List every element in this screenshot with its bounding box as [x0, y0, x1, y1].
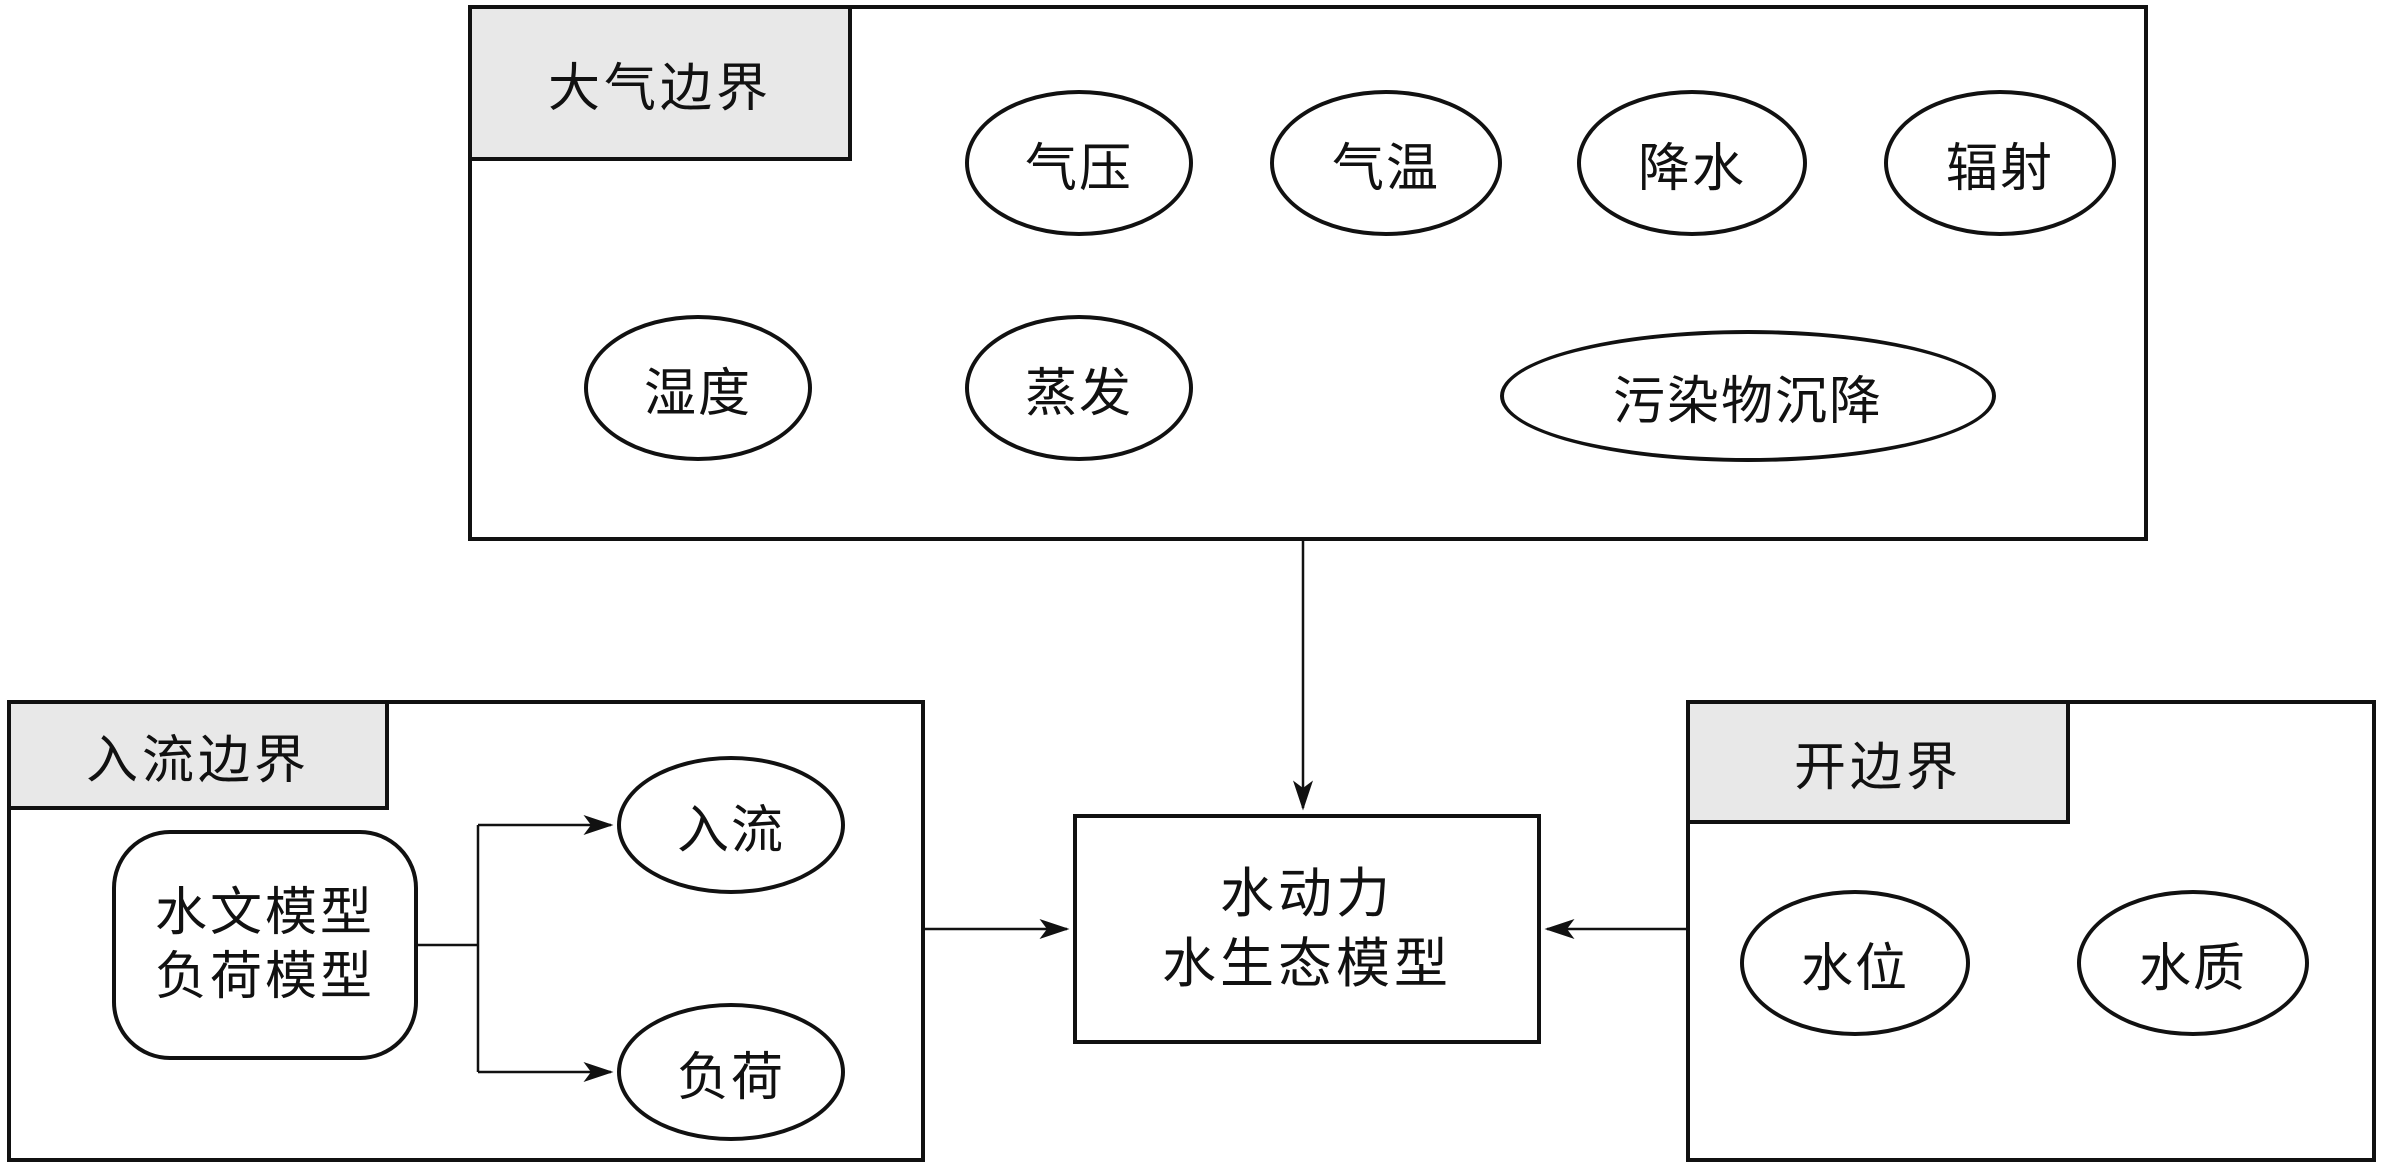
load-model-label: 负荷模型 [154, 947, 375, 1007]
model-line-2: 水生态模型 [1162, 932, 1452, 995]
node-precipitation: 降水 [1577, 90, 1807, 236]
node-water-quality: 水质 [2077, 890, 2309, 1036]
node-air-temperature: 气温 [1270, 90, 1502, 236]
node-water-level: 水位 [1740, 890, 1970, 1036]
node-inflow: 入流 [617, 756, 845, 894]
hydrodynamic-ecological-model-box: 水动力 水生态模型 [1073, 814, 1541, 1044]
hydrology-model-label: 水文模型 [154, 883, 375, 943]
model-line-1: 水动力 [1220, 862, 1394, 925]
inflow-boundary-title: 入流边界 [7, 700, 389, 810]
node-load: 负荷 [617, 1003, 845, 1141]
hydrology-load-model-box: 水文模型 负荷模型 [112, 830, 418, 1060]
node-evaporation: 蒸发 [965, 315, 1193, 461]
node-radiation: 辐射 [1884, 90, 2116, 236]
node-pollutant-deposition: 污染物沉降 [1500, 330, 1996, 462]
open-boundary-title: 开边界 [1686, 700, 2070, 824]
node-humidity: 湿度 [584, 315, 812, 461]
atmosphere-boundary-title: 大气边界 [468, 5, 852, 161]
node-air-pressure: 气压 [965, 90, 1193, 236]
